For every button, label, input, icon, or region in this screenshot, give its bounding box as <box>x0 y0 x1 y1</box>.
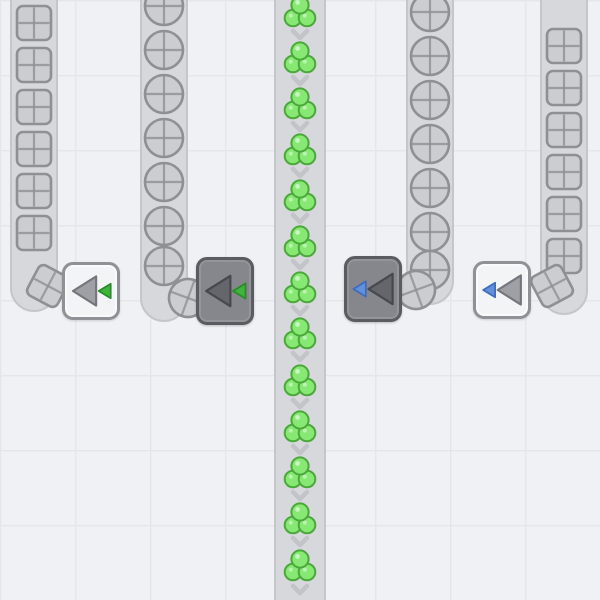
sorter-3[interactable] <box>344 256 402 322</box>
belt-direction-chevron-icon <box>289 212 311 226</box>
item-quad-crate <box>545 195 583 233</box>
belt-direction-chevron-icon <box>289 28 311 42</box>
item-quad-crate <box>15 88 53 126</box>
sorter-1[interactable] <box>62 262 120 320</box>
machine-arrow-left-icon <box>205 274 232 308</box>
item-green-cluster <box>282 133 318 167</box>
belt-direction-chevron-icon <box>289 258 311 272</box>
item-green-cluster <box>282 317 318 351</box>
belt-direction-chevron-icon <box>289 535 311 549</box>
belt-direction-chevron-icon <box>289 350 311 364</box>
item-quad-disc <box>409 123 451 165</box>
machine-accent-arrow-icon <box>232 282 247 300</box>
belt-direction-chevron-icon <box>289 120 311 134</box>
machine-face <box>352 272 394 306</box>
item-green-cluster <box>282 179 318 213</box>
machine-face <box>482 274 522 306</box>
item-green-cluster <box>282 549 318 583</box>
belt-direction-chevron-icon <box>289 583 311 597</box>
belt-direction-chevron-icon <box>289 489 311 503</box>
item-green-cluster <box>282 0 318 29</box>
item-quad-crate <box>15 4 53 42</box>
machine-accent-arrow-icon <box>482 281 496 299</box>
item-quad-disc <box>143 161 185 203</box>
item-quad-disc <box>409 0 451 33</box>
item-quad-crate <box>15 130 53 168</box>
item-quad-disc <box>409 79 451 121</box>
item-quad-disc <box>143 29 185 71</box>
item-quad-crate <box>545 111 583 149</box>
item-quad-disc <box>143 0 185 27</box>
item-quad-crate <box>15 172 53 210</box>
item-green-cluster <box>282 502 318 536</box>
item-green-cluster <box>282 225 318 259</box>
machine-arrow-left-icon <box>71 275 98 307</box>
belt-direction-chevron-icon <box>289 304 311 318</box>
item-quad-crate <box>545 153 583 191</box>
item-green-cluster <box>282 87 318 121</box>
item-quad-disc <box>143 73 185 115</box>
item-green-cluster <box>282 456 318 490</box>
item-quad-disc <box>143 245 185 287</box>
item-quad-disc <box>409 35 451 77</box>
belt-direction-chevron-icon <box>289 397 311 411</box>
item-quad-crate <box>545 69 583 107</box>
item-quad-crate <box>526 260 577 311</box>
item-green-cluster <box>282 41 318 75</box>
item-quad-disc <box>389 263 443 317</box>
item-quad-crate <box>545 27 583 65</box>
sorter-4[interactable] <box>473 261 531 319</box>
belt-direction-chevron-icon <box>289 443 311 457</box>
machine-arrow-left-icon <box>496 274 522 306</box>
item-quad-crate <box>22 260 73 311</box>
machine-accent-arrow-icon <box>97 282 112 300</box>
item-quad-disc <box>143 205 185 247</box>
item-quad-disc <box>143 117 185 159</box>
item-quad-crate <box>15 46 53 84</box>
belt-direction-chevron-icon <box>289 74 311 88</box>
machine-face <box>71 275 112 307</box>
machine-arrow-left-icon <box>367 272 394 306</box>
item-green-cluster <box>282 364 318 398</box>
machine-face <box>205 274 247 308</box>
belt-direction-chevron-icon <box>289 166 311 180</box>
item-green-cluster <box>282 271 318 305</box>
item-green-cluster <box>282 410 318 444</box>
item-quad-crate <box>15 214 53 252</box>
machine-accent-arrow-icon <box>352 280 367 298</box>
sorter-2[interactable] <box>196 257 254 325</box>
item-quad-disc <box>409 211 451 253</box>
item-quad-disc <box>409 167 451 209</box>
